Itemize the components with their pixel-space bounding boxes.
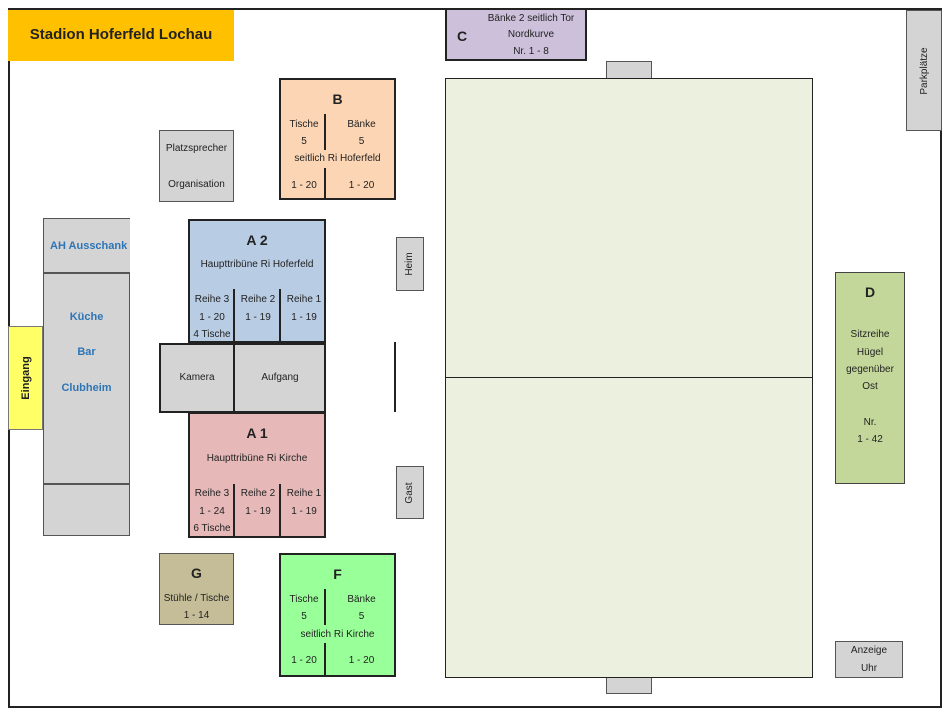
home-bench[interactable]: Heim <box>396 237 424 291</box>
block-f[interactable]: F Tische Bänke 5 5 seitlich Ri Kirche 1 … <box>279 553 396 677</box>
block-d-nr-label: Nr. <box>863 417 877 428</box>
block-f-left-range: 1 - 20 <box>291 655 317 666</box>
block-b-letter: B <box>332 91 343 107</box>
block-a2-row3-range: 1 - 20 <box>199 312 225 323</box>
block-a1-desc: Haupttribüne Ri Kirche <box>206 453 308 464</box>
playing-field <box>445 78 813 678</box>
block-d-range: 1 - 42 <box>857 434 883 445</box>
bar-label: Bar <box>77 346 96 358</box>
block-a2-divider-1 <box>233 289 235 343</box>
page-title: Stadion Hoferfeld Lochau <box>29 26 213 43</box>
organisation-label: Organisation <box>168 179 225 190</box>
block-a2-row3-label: Reihe 3 <box>194 294 230 305</box>
block-f-left-count: 5 <box>301 611 307 622</box>
block-f-left-label: Tische <box>289 594 319 605</box>
block-f-divider-top <box>324 589 326 625</box>
block-g[interactable]: G Stühle / Tische 1 - 14 <box>159 553 234 625</box>
announcer-label: Platzsprecher <box>165 143 228 154</box>
away-bench-label: Gast <box>404 482 415 504</box>
clubhouse[interactable]: Küche Bar Clubheim <box>43 273 130 484</box>
away-bench[interactable]: Gast <box>396 466 424 519</box>
scoreboard-label: Anzeige <box>850 645 888 656</box>
block-a1-divider-2 <box>279 484 281 538</box>
block-a1-divider-1 <box>233 484 235 538</box>
block-a2-row1-label: Reihe 1 <box>286 294 322 305</box>
field-halfway-line <box>445 377 813 378</box>
block-f-letter: F <box>333 566 342 582</box>
touchline-marker-top <box>394 342 396 412</box>
clock-label: Uhr <box>860 663 878 674</box>
block-b-right-count: 5 <box>358 136 365 147</box>
block-c-line2: Nordkurve <box>507 29 555 40</box>
block-a1-row3-label: Reihe 3 <box>194 488 230 499</box>
block-a2-row2-range: 1 - 19 <box>245 312 271 323</box>
block-a1-row1-range: 1 - 19 <box>291 506 317 517</box>
block-f-divider-bottom <box>324 643 326 675</box>
block-a1[interactable]: A 1 Haupttribüne Ri Kirche Reihe 3 Reihe… <box>188 412 326 538</box>
scoreboard-clock[interactable]: Anzeige Uhr <box>835 641 903 678</box>
home-bench-label: Heim <box>404 252 415 276</box>
block-c-letter: C <box>457 28 468 44</box>
block-b-divider-top <box>324 114 326 150</box>
clubheim-label: Clubheim <box>61 382 112 394</box>
block-d-letter: D <box>864 284 876 300</box>
block-f-desc: seitlich Ri Kirche <box>300 629 375 640</box>
ah-ausschank[interactable]: AH Ausschank <box>43 218 130 273</box>
block-a1-letter: A 1 <box>246 425 268 441</box>
parking-label: Parkplätze <box>919 47 930 95</box>
kueche-label: Küche <box>69 311 104 323</box>
block-f-right-count: 5 <box>358 611 365 622</box>
goal-north <box>606 61 652 79</box>
block-a1-tables: 6 Tische <box>193 523 231 534</box>
block-b-right-range: 1 - 20 <box>348 180 375 191</box>
block-g-range: 1 - 14 <box>183 610 210 621</box>
block-b[interactable]: B Tische Bänke 5 5 seitlich Ri Hoferfeld… <box>279 78 396 200</box>
block-a2-letter: A 2 <box>246 232 268 248</box>
entrance[interactable]: Eingang <box>8 326 43 430</box>
block-a2-tables: 4 Tische <box>193 329 231 340</box>
stair-label[interactable]: Aufgang <box>261 372 299 383</box>
block-a2[interactable]: A 2 Haupttribüne Ri Hoferfeld Reihe 3 Re… <box>188 219 326 343</box>
block-f-right-label: Bänke <box>347 594 376 605</box>
block-a1-row2-label: Reihe 2 <box>240 488 276 499</box>
block-a2-desc: Haupttribüne Ri Hoferfeld <box>200 259 314 270</box>
block-b-right-label: Bänke <box>347 119 376 130</box>
title-box: Stadion Hoferfeld Lochau <box>8 10 234 61</box>
block-g-desc: Stühle / Tische <box>163 593 230 604</box>
camera-label[interactable]: Kamera <box>179 372 215 383</box>
block-a1-row2-range: 1 - 19 <box>245 506 271 517</box>
block-g-letter: G <box>191 565 202 581</box>
goal-south <box>606 676 652 694</box>
block-a2-divider-2 <box>279 289 281 343</box>
block-d-line4: Ost <box>862 381 878 392</box>
block-b-desc: seitlich Ri Hoferfeld <box>294 153 381 164</box>
block-f-right-range: 1 - 20 <box>348 655 375 666</box>
block-b-divider-bottom <box>324 168 326 198</box>
block-b-left-count: 5 <box>301 136 307 147</box>
clubhouse-annex <box>43 484 130 536</box>
block-b-left-range: 1 - 20 <box>291 180 317 191</box>
camera-divider <box>233 343 235 413</box>
block-c[interactable]: C Bänke 2 seitlich Tor Nordkurve Nr. 1 -… <box>445 8 587 61</box>
block-a2-row1-range: 1 - 19 <box>291 312 317 323</box>
parking-area[interactable]: Parkplätze <box>906 10 942 131</box>
block-a2-row2-label: Reihe 2 <box>240 294 276 305</box>
block-b-left-label: Tische <box>289 119 319 130</box>
block-a1-row1-label: Reihe 1 <box>286 488 322 499</box>
block-d-line1: Sitzreihe <box>850 329 890 340</box>
block-a1-row3-range: 1 - 24 <box>199 506 225 517</box>
block-d[interactable]: D Sitzreihe Hügel gegenüber Ost Nr. 1 - … <box>835 272 905 484</box>
announcer-booth[interactable]: Platzsprecher Organisation <box>159 130 234 202</box>
ah-ausschank-label: AH Ausschank <box>50 240 128 252</box>
block-c-line1: Bänke 2 seitlich Tor <box>487 13 575 24</box>
block-d-line2: Hügel <box>856 347 884 358</box>
entrance-label: Eingang <box>20 356 32 400</box>
block-d-line3: gegenüber <box>846 364 894 375</box>
block-c-line3: Nr. 1 - 8 <box>513 46 549 57</box>
